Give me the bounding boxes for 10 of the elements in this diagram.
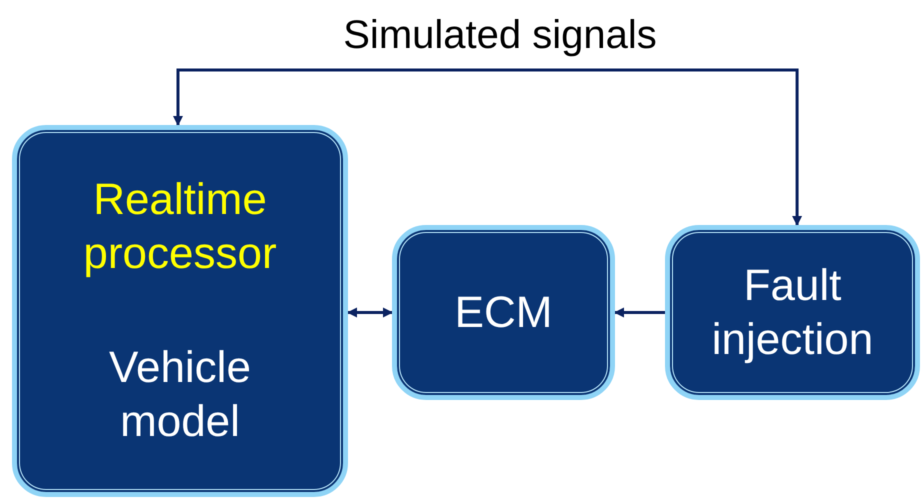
arrow [172,68,802,226]
box-text: Vehicle model [108,342,252,448]
arrow [347,308,393,318]
box-heading: Realtime processor [82,174,278,280]
process-box [12,125,348,497]
process-box [665,225,920,400]
box-text: ECM [454,286,554,338]
process-box [392,225,615,400]
arrow [614,308,665,318]
box-text: Fault injection [710,260,874,366]
